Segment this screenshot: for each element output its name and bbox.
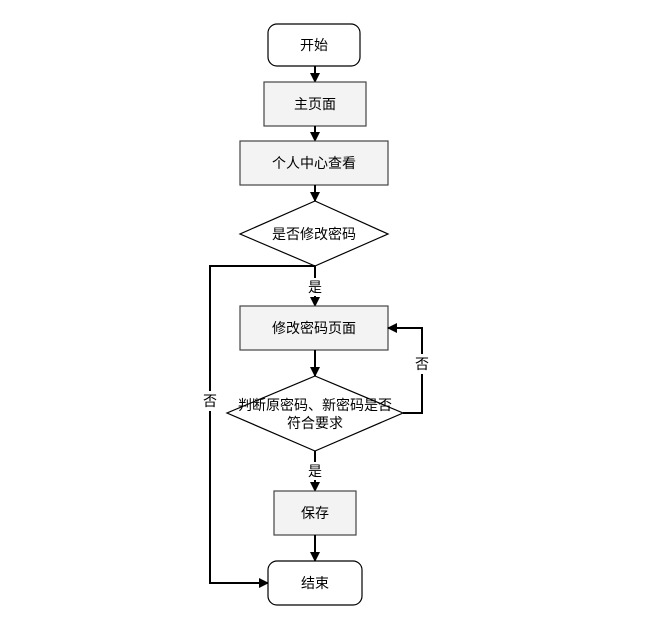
start-node: 开始 — [267, 23, 361, 67]
profile-label: 个人中心查看 — [272, 156, 356, 172]
no-label-2: 否 — [415, 357, 429, 373]
edge-decision-no-end — [209, 265, 315, 588]
start-label: 开始 — [300, 38, 328, 54]
home-node: 主页面 — [263, 81, 367, 127]
home-label: 主页面 — [294, 97, 336, 113]
change-page-node: 修改密码页面 — [239, 305, 389, 351]
save-label: 保存 — [301, 506, 329, 522]
yes-label-2: 是 — [308, 464, 322, 480]
decision-check-line2: 符合要求 — [287, 416, 343, 432]
yes-label-1: 是 — [308, 280, 322, 296]
profile-node: 个人中心查看 — [239, 140, 389, 186]
decision-change-label: 是否修改密码 — [272, 226, 356, 243]
decision-check-line1: 判断原密码、新密码是否 — [238, 397, 392, 414]
no-label-1: 否 — [203, 394, 217, 410]
save-node: 保存 — [273, 490, 357, 536]
decision-change-node: 是否修改密码 — [238, 200, 390, 267]
end-node: 结束 — [267, 560, 363, 606]
decision-check-node: 判断原密码、新密码是否 符合要求 — [225, 375, 405, 452]
change-page-label: 修改密码页面 — [272, 320, 356, 337]
end-label: 结束 — [301, 576, 329, 592]
